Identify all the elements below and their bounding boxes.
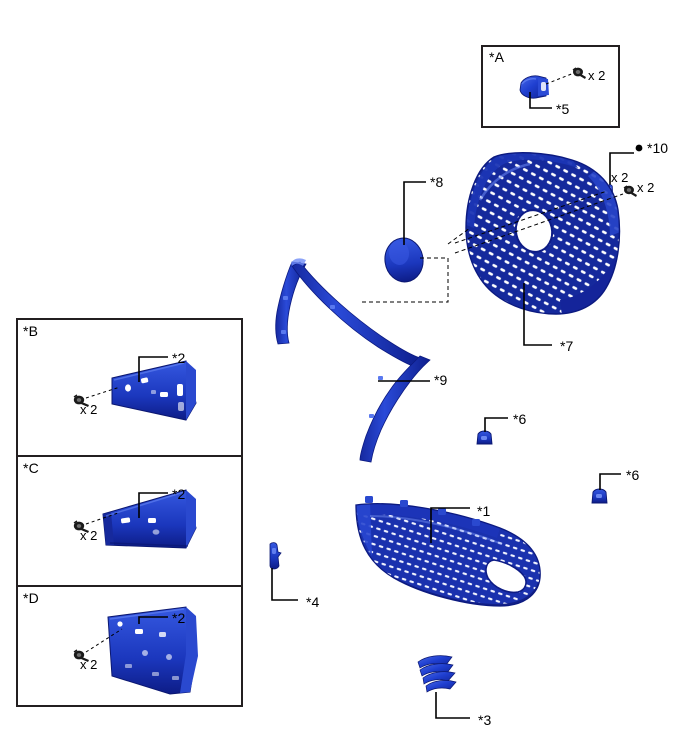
- part-6-grille-mount-clip-b: [591, 488, 608, 504]
- callout-2d: *2: [172, 610, 186, 626]
- callout-8: *8: [430, 174, 444, 190]
- clip-icon-10: [607, 184, 613, 197]
- qty-c-screw: x 2: [80, 528, 98, 543]
- part-9-grille-molding-garnish: [275, 258, 431, 463]
- callout-10: *10: [647, 140, 669, 156]
- bullet-10: [635, 144, 643, 152]
- inset-box-d-label: *D: [23, 590, 39, 606]
- leader-8: [403, 181, 426, 245]
- callout-1: *1: [477, 503, 491, 519]
- callout-2b: *2: [172, 350, 186, 366]
- inset-box-a-label: *A: [489, 49, 505, 65]
- inset-box-b-label: *B: [23, 323, 39, 339]
- qty-b-screw: x 2: [80, 402, 98, 417]
- callout-4: *4: [306, 594, 320, 610]
- inset-divider-c-d: [16, 585, 243, 587]
- callout-9: *9: [434, 372, 448, 388]
- part-1-lower-radiator-grille: [355, 496, 541, 607]
- dashed-grille-clip: [454, 190, 608, 244]
- inset-divider-b-c: [16, 455, 243, 457]
- dashed-8-path: [360, 257, 449, 303]
- callout-6b: *6: [626, 467, 640, 483]
- part-3-grille-spacer-fin: [417, 655, 457, 693]
- part-8-emblem-cover-cap: [384, 237, 424, 283]
- inset-box-a: [481, 45, 620, 128]
- callout-3: *3: [478, 712, 492, 728]
- leader-4: [271, 568, 298, 601]
- leader-6a: [484, 417, 508, 432]
- qty-screw-7: x 2: [637, 180, 655, 195]
- leader-7: [523, 283, 552, 346]
- leader-6b: [599, 473, 621, 490]
- qty-a-screw: x 2: [588, 68, 606, 83]
- callout-7: *7: [560, 338, 574, 354]
- qty-d-screw: x 2: [80, 657, 98, 672]
- inset-box-b: [16, 318, 243, 707]
- leader-3: [435, 692, 470, 719]
- callout-5: *5: [556, 101, 570, 117]
- dashed-grille-screw: [454, 193, 624, 254]
- callout-6a: *6: [513, 411, 527, 427]
- part-4-grille-retainer-clip: [269, 542, 282, 570]
- leader-1: [430, 507, 470, 543]
- part-7-radiator-grille-assembly: [465, 152, 621, 315]
- dashed-8-to-grille: [447, 227, 471, 245]
- inset-box-c-label: *C: [23, 460, 39, 476]
- part-6-grille-mount-clip-a: [476, 430, 493, 445]
- qty-clip-10: x 2: [611, 170, 629, 185]
- screw-icon-7: [623, 185, 637, 197]
- callout-2c: *2: [172, 486, 186, 502]
